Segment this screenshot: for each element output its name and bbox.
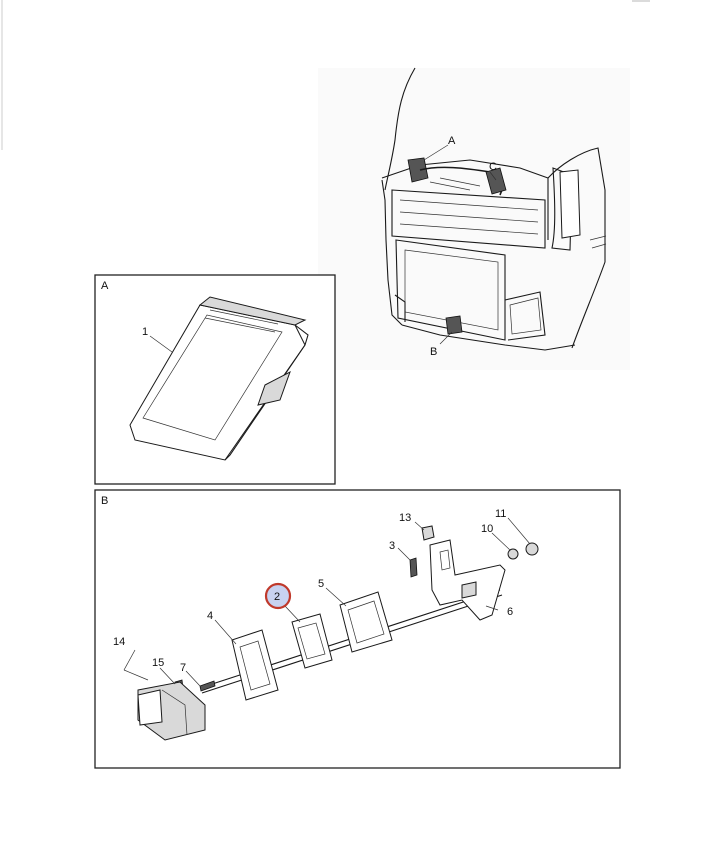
leader-15 (159, 667, 176, 685)
leader-b (439, 331, 453, 345)
leader-7 (185, 670, 201, 687)
callout-7: 7 (180, 662, 186, 674)
lower-panel-inner (404, 249, 499, 331)
callout-15: 15 (152, 657, 164, 669)
detail-a-frame: A 1 (94, 274, 336, 485)
leader-4 (214, 619, 237, 645)
detail-b-label: B (101, 495, 108, 507)
leader-6 (485, 605, 499, 611)
callout-11: 11 (495, 508, 506, 520)
cab-left-edge (381, 179, 403, 326)
cover-lip-lines (204, 309, 279, 333)
nut-11 (525, 542, 539, 556)
leader-10 (491, 532, 511, 551)
leader-14 (123, 649, 149, 681)
side-vents (589, 235, 607, 249)
leader-3 (397, 547, 411, 561)
plate-2-inner (297, 622, 326, 660)
mirror (559, 169, 581, 239)
callout-4: 4 (207, 610, 213, 622)
leader-2 (284, 605, 301, 623)
frame-4-inner (239, 640, 271, 691)
component-a (407, 157, 429, 183)
callout-13: 13 (399, 512, 411, 524)
leader-5 (325, 587, 347, 607)
callout-10: 10 (481, 523, 493, 535)
component-c (485, 167, 507, 195)
washer-10 (507, 548, 519, 560)
bracket-6-slot (439, 549, 451, 571)
callout-overview-b: B (430, 346, 437, 358)
bumper-line (401, 324, 576, 351)
leader-11 (507, 517, 531, 545)
cover-inner-face (142, 314, 283, 441)
leader-a (423, 144, 449, 161)
overview-background (318, 68, 630, 370)
leader-1 (149, 335, 173, 353)
bracket-6 (429, 539, 506, 621)
screw-7 (199, 680, 216, 692)
truck-front-overview: A C B (318, 67, 630, 370)
headlamp-left (394, 294, 406, 322)
cover-side-edge (294, 324, 309, 346)
callout-overview-c: C (489, 161, 497, 173)
bolt-3 (409, 557, 418, 578)
lower-panel (395, 239, 506, 341)
nut-13 (421, 525, 435, 541)
cover-top-lip (198, 296, 307, 326)
callout-overview-a: A (448, 135, 456, 147)
leader-13 (414, 521, 425, 531)
cab-side (547, 147, 606, 349)
callout-1: 1 (142, 326, 148, 338)
callout-2[interactable]: 2 (274, 591, 280, 603)
lamp-14-edge (161, 689, 188, 736)
frame-5 (339, 591, 393, 653)
headlamp-right (504, 291, 546, 341)
callout-14: 14 (113, 636, 125, 648)
callout-6: 6 (507, 606, 513, 618)
lamp-14-lens (137, 689, 163, 726)
frame-4 (231, 629, 279, 701)
grille-slats (399, 199, 539, 235)
detail-a-label: A (101, 280, 109, 292)
headlamp-inner (509, 297, 542, 335)
highlight-circle (264, 582, 292, 610)
bracket-6-hole (461, 581, 477, 599)
detail-b-frame: B (94, 489, 621, 769)
leader-c (489, 171, 497, 181)
upper-grille-frame (391, 189, 546, 249)
cover-tab (257, 370, 291, 406)
frame-5-inner (347, 600, 385, 644)
callout-3: 3 (389, 540, 395, 552)
callout-5: 5 (318, 578, 324, 590)
mirror-arm (551, 167, 573, 251)
harness-branches (429, 177, 481, 191)
component-b (445, 315, 463, 335)
